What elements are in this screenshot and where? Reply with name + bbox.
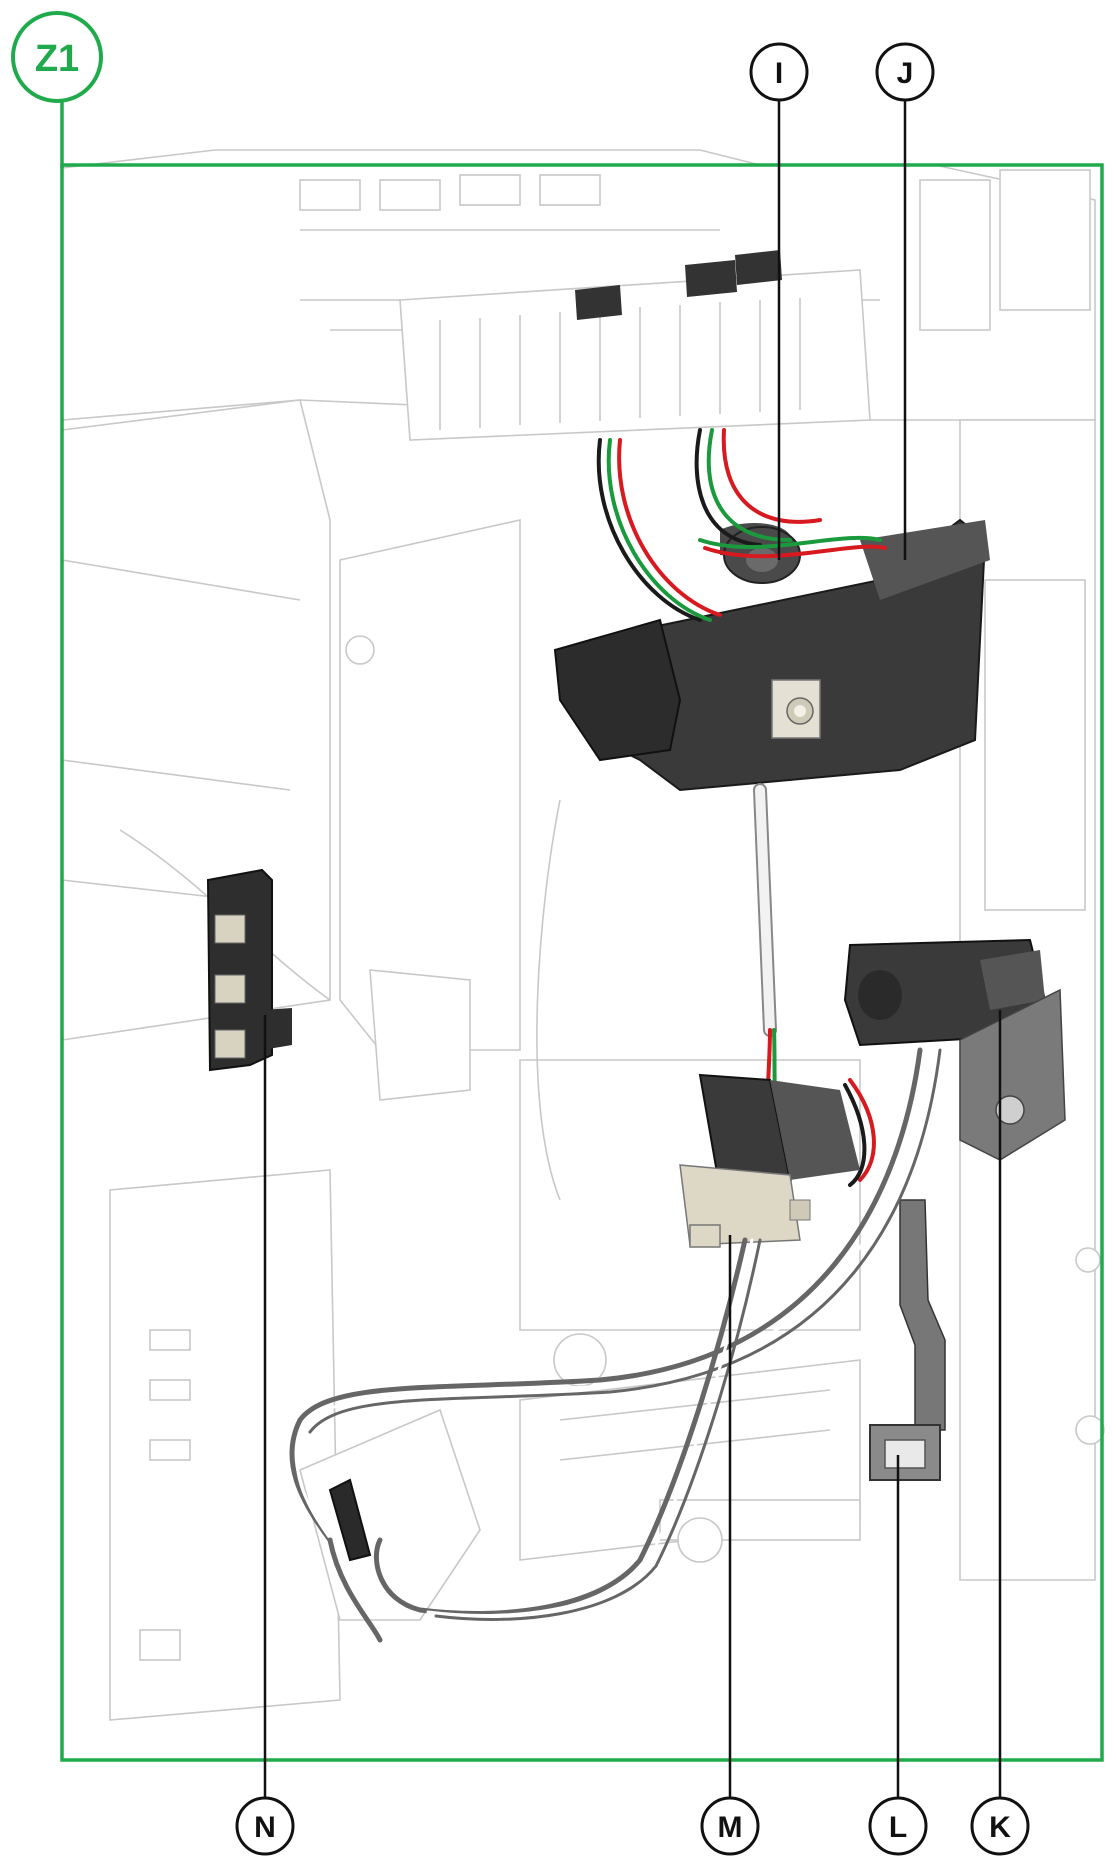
callout-label-k: K [989,1811,1011,1844]
callout-label-m: M [718,1811,743,1844]
callout-i: I [749,42,809,102]
callout-j: J [875,42,935,102]
lower-wire-harness [289,1047,942,1643]
zone-badge: Z1 [11,11,103,103]
upper-wire-harness [596,428,887,622]
callout-label-j: J [897,57,914,90]
component-l-lever [869,1199,946,1481]
callout-k: K [970,1796,1030,1856]
zone-label: Z1 [35,38,79,80]
component-j-module [553,518,990,792]
component-n-connector-strip [206,868,292,1072]
component-k-switch [843,938,1066,1161]
callout-m: M [700,1796,760,1856]
callout-label-n: N [254,1811,276,1844]
callout-n: N [235,1796,295,1856]
leader-lines [263,100,1002,1810]
callout-label-i: I [775,57,783,90]
terminal-connectors [575,250,782,320]
callout-l: L [868,1796,928,1856]
zone-frame [60,98,1104,1762]
component-m-actuator [679,1073,860,1248]
callout-label-l: L [889,1811,907,1844]
